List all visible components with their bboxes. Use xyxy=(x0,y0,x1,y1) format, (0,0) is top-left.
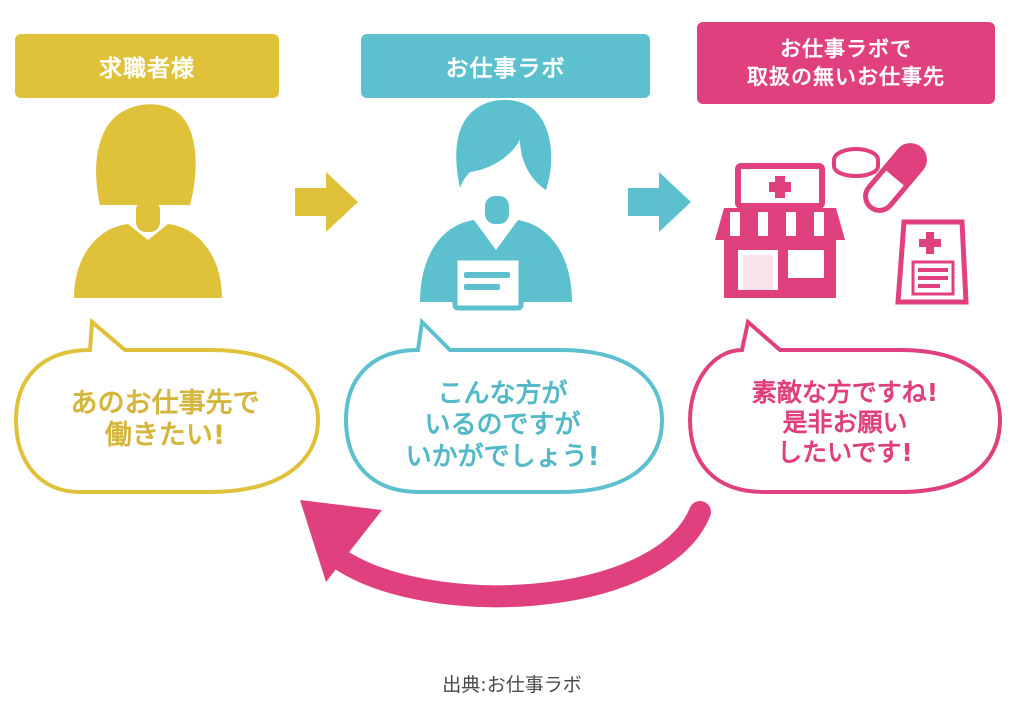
bubble-line: こんな方が xyxy=(437,379,568,410)
bubble-text-job-seeker: あのお仕事先で 働きたい! xyxy=(30,370,300,470)
pill-tablet-icon xyxy=(832,147,880,179)
capsule-icon xyxy=(863,143,927,213)
label-employer-line1: お仕事ラボで xyxy=(780,36,912,61)
yellow-arrow-icon xyxy=(295,172,358,232)
speech-bubble-employer xyxy=(687,318,1003,494)
bubble-text-agency: こんな方が いるのですが いかがでしょう! xyxy=(360,366,645,486)
bubble-line: 働きたい! xyxy=(104,420,226,451)
teal-arrow-icon xyxy=(628,172,691,232)
bubble-line: 素敵な方ですね! xyxy=(751,378,939,407)
label-employer: お仕事ラボで 取扱の無いお仕事先 xyxy=(697,22,995,104)
bubble-line: 是非お願い xyxy=(782,408,908,437)
bubble-text-employer: 素敵な方ですね! 是非お願い したいです! xyxy=(700,368,990,478)
return-arrow-icon xyxy=(300,500,711,608)
speech-bubble-agency xyxy=(343,317,665,494)
bubble-line: あのお仕事先で xyxy=(70,387,260,419)
woman-person-icon xyxy=(74,104,222,298)
bubble-line: いるのですが xyxy=(424,410,581,441)
speech-bubble-job-seeker xyxy=(13,317,321,494)
label-employer-line2: 取扱の無いお仕事先 xyxy=(747,65,945,89)
label-job-seeker: 求職者様 xyxy=(15,34,279,98)
label-agency: お仕事ラボ xyxy=(361,34,650,98)
agent-person-icon xyxy=(420,99,572,311)
bubble-line: したいです! xyxy=(777,438,913,467)
bubble-line: いかがでしょう! xyxy=(405,441,600,472)
source-caption: 出典:お仕事ラボ xyxy=(442,674,582,696)
medicine-bag-icon xyxy=(895,219,969,305)
pharmacy-store-icon xyxy=(715,163,845,298)
